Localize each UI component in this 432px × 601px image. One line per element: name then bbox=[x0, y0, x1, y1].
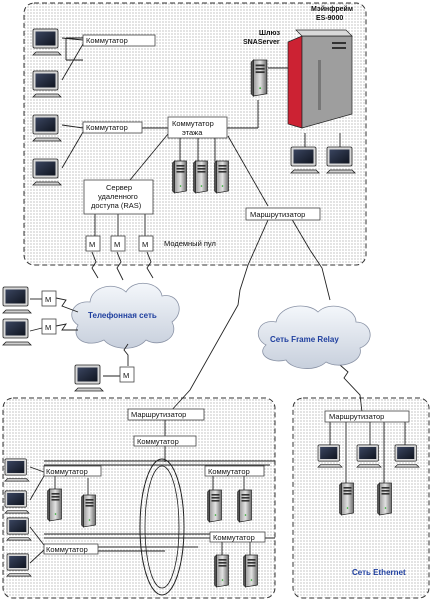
svg-text:ES-9000: ES-9000 bbox=[316, 15, 343, 22]
svg-text:доступа (RAS): доступа (RAS) bbox=[91, 201, 142, 210]
bl-switch-right-top: Коммутатор bbox=[204, 465, 265, 477]
zone-bottom-left bbox=[2, 397, 276, 599]
frame-relay-to-br-router-link bbox=[339, 364, 363, 413]
svg-text:Сеть Frame Relay: Сеть Frame Relay bbox=[270, 335, 339, 344]
svg-text:М: М bbox=[45, 295, 51, 304]
gateway-label: Шлюз SNAServer bbox=[243, 30, 280, 46]
svg-text:этажа: этажа bbox=[182, 128, 203, 137]
server-icon bbox=[80, 494, 97, 528]
mainframe-icon bbox=[287, 29, 353, 129]
switch-top-1: Коммутатор bbox=[82, 34, 156, 47]
server-icon bbox=[46, 488, 63, 522]
svg-text:Коммутатор: Коммутатор bbox=[86, 123, 128, 132]
svg-text:Телефонная сеть: Телефонная сеть bbox=[88, 311, 157, 320]
ethernet-label: Сеть Ethernet bbox=[352, 568, 406, 577]
svg-text:М: М bbox=[45, 323, 51, 332]
bl-switch-right-bottom: Коммутатор bbox=[209, 531, 266, 543]
br-connections bbox=[329, 422, 406, 484]
modem-links bbox=[91, 251, 154, 281]
gateway-server-icon bbox=[250, 59, 268, 97]
svg-text:SNAServer: SNAServer bbox=[243, 39, 280, 46]
server-icon bbox=[338, 482, 355, 516]
modem-pool: М М М Модемный пул bbox=[85, 235, 216, 252]
svg-text:Маршрутизатор: Маршрутизатор bbox=[329, 412, 384, 421]
floor-switch: Коммутатор этажа bbox=[167, 116, 228, 139]
bl-router: Маршрутизатор bbox=[127, 408, 205, 421]
remote-modem: М bbox=[41, 290, 57, 307]
svg-text:Коммутатор: Коммутатор bbox=[172, 119, 214, 128]
svg-text:Шлюз: Шлюз bbox=[259, 30, 280, 37]
svg-text:Маршрутизатор: Маршрутизатор bbox=[131, 410, 186, 419]
svg-text:Коммутатор: Коммутатор bbox=[208, 467, 250, 476]
remote-modem: М bbox=[119, 366, 135, 383]
server-icon bbox=[206, 489, 223, 523]
mainframe-label: Мэйнфрейм ES-9000 bbox=[311, 5, 353, 22]
svg-text:Мэйнфрейм: Мэйнфрейм bbox=[311, 5, 353, 13]
svg-text:М: М bbox=[114, 240, 120, 249]
svg-text:Сервер: Сервер bbox=[106, 183, 132, 192]
server-icon bbox=[242, 554, 259, 588]
switch-top-2: Коммутатор bbox=[82, 121, 143, 134]
bl-switch-left-top: Коммутатор bbox=[43, 465, 102, 477]
svg-text:М: М bbox=[142, 240, 148, 249]
remote-pc-icon bbox=[2, 318, 32, 346]
remote-modem: М bbox=[41, 318, 57, 335]
phone-network-cloud: Телефонная сеть bbox=[71, 283, 180, 349]
router-to-bl-router-link bbox=[169, 219, 269, 413]
server-icon bbox=[171, 160, 188, 194]
svg-text:удаленного: удаленного bbox=[98, 192, 138, 201]
svg-text:Коммутатор: Коммутатор bbox=[137, 437, 179, 446]
top-connections bbox=[61, 37, 341, 236]
server-icon bbox=[376, 482, 393, 516]
svg-text:М: М bbox=[89, 240, 95, 249]
ras-server: Сервер удаленного доступа (RAS) bbox=[83, 179, 154, 215]
modem-pool-label: Модемный пул bbox=[164, 239, 216, 248]
remote-pc-icon bbox=[2, 286, 32, 314]
server-icon bbox=[236, 489, 253, 523]
router-to-frame-relay-link bbox=[289, 215, 331, 301]
frame-relay-cloud: Сеть Frame Relay bbox=[257, 305, 371, 369]
server-icon bbox=[213, 554, 230, 588]
svg-text:Коммутатор: Коммутатор bbox=[213, 533, 255, 542]
server-icon bbox=[192, 160, 209, 194]
router-top: Маршрутизатор bbox=[245, 207, 321, 221]
remote-pc-icon bbox=[74, 364, 104, 392]
server-icon bbox=[213, 160, 230, 194]
br-router: Маршрутизатор bbox=[324, 410, 410, 423]
svg-text:Коммутатор: Коммутатор bbox=[46, 545, 88, 554]
svg-text:Коммутатор: Коммутатор bbox=[46, 467, 88, 476]
svg-text:М: М bbox=[123, 371, 129, 380]
svg-text:Коммутатор: Коммутатор bbox=[86, 36, 128, 45]
bl-switch-left-bottom: Коммутатор bbox=[43, 543, 99, 555]
svg-text:Маршрутизатор: Маршрутизатор bbox=[250, 210, 305, 219]
bl-switch-center: Коммутатор bbox=[133, 435, 197, 447]
